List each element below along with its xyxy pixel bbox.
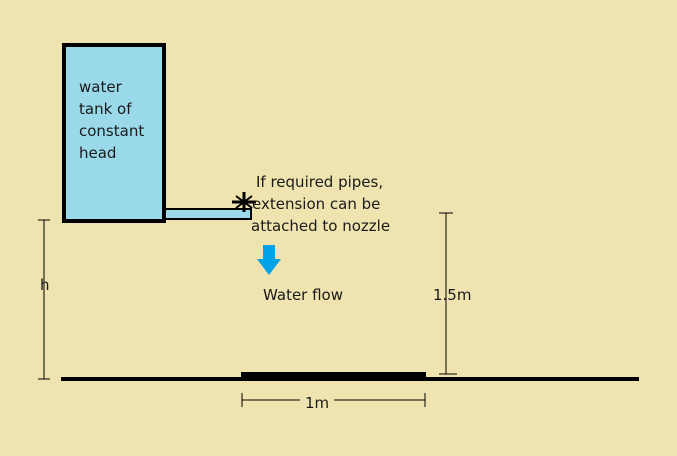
outlet-pipe — [164, 208, 252, 220]
nozzle-cross-icon — [232, 192, 256, 212]
tank-label-line-2: tank of — [79, 100, 132, 118]
width-label-1m: 1m — [305, 394, 329, 412]
nozzle-note-line-2: extension can be — [252, 195, 380, 213]
height-label-h: h — [40, 276, 50, 294]
water-flow-label: Water flow — [263, 286, 343, 304]
tank-label-line-3: constant — [79, 122, 144, 140]
down-arrow-icon — [257, 245, 281, 275]
height-dimension-1-5m — [439, 212, 457, 375]
width-dimension-1m — [241, 393, 426, 407]
tank-label-line-4: head — [79, 144, 116, 162]
height-dimension-h — [38, 219, 50, 380]
nozzle-note-line-1: If required pipes, — [256, 173, 383, 191]
water-tank — [62, 43, 166, 223]
height-label-1-5m: 1.5m — [433, 286, 471, 304]
tank-label-line-1: water — [79, 78, 123, 96]
target-plate — [241, 372, 426, 379]
nozzle-note-line-3: attached to nozzle — [251, 217, 390, 235]
